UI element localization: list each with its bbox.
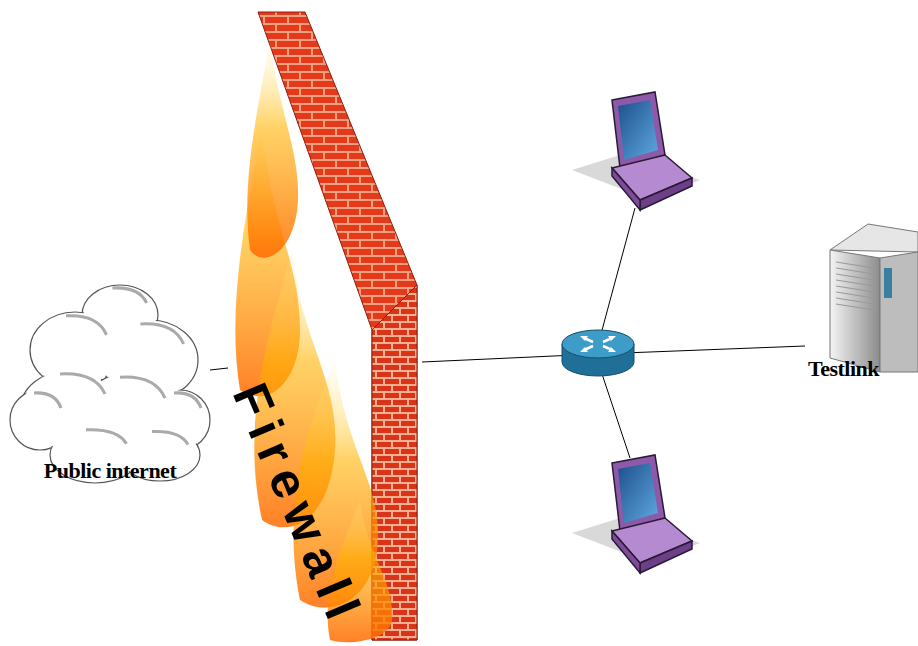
server-icon (830, 224, 918, 372)
router-icon (562, 330, 634, 376)
cloud-shape (10, 285, 210, 483)
cloud-node: Public internet (10, 270, 210, 500)
laptop-icon (572, 455, 700, 573)
server-label: Testlink (808, 356, 879, 382)
laptop-icon (572, 92, 700, 210)
network-link (210, 368, 228, 370)
server-node: Testlink (805, 222, 916, 382)
cloud-label: Public internet (44, 458, 176, 484)
firewall-node: Firewall (228, 8, 422, 642)
